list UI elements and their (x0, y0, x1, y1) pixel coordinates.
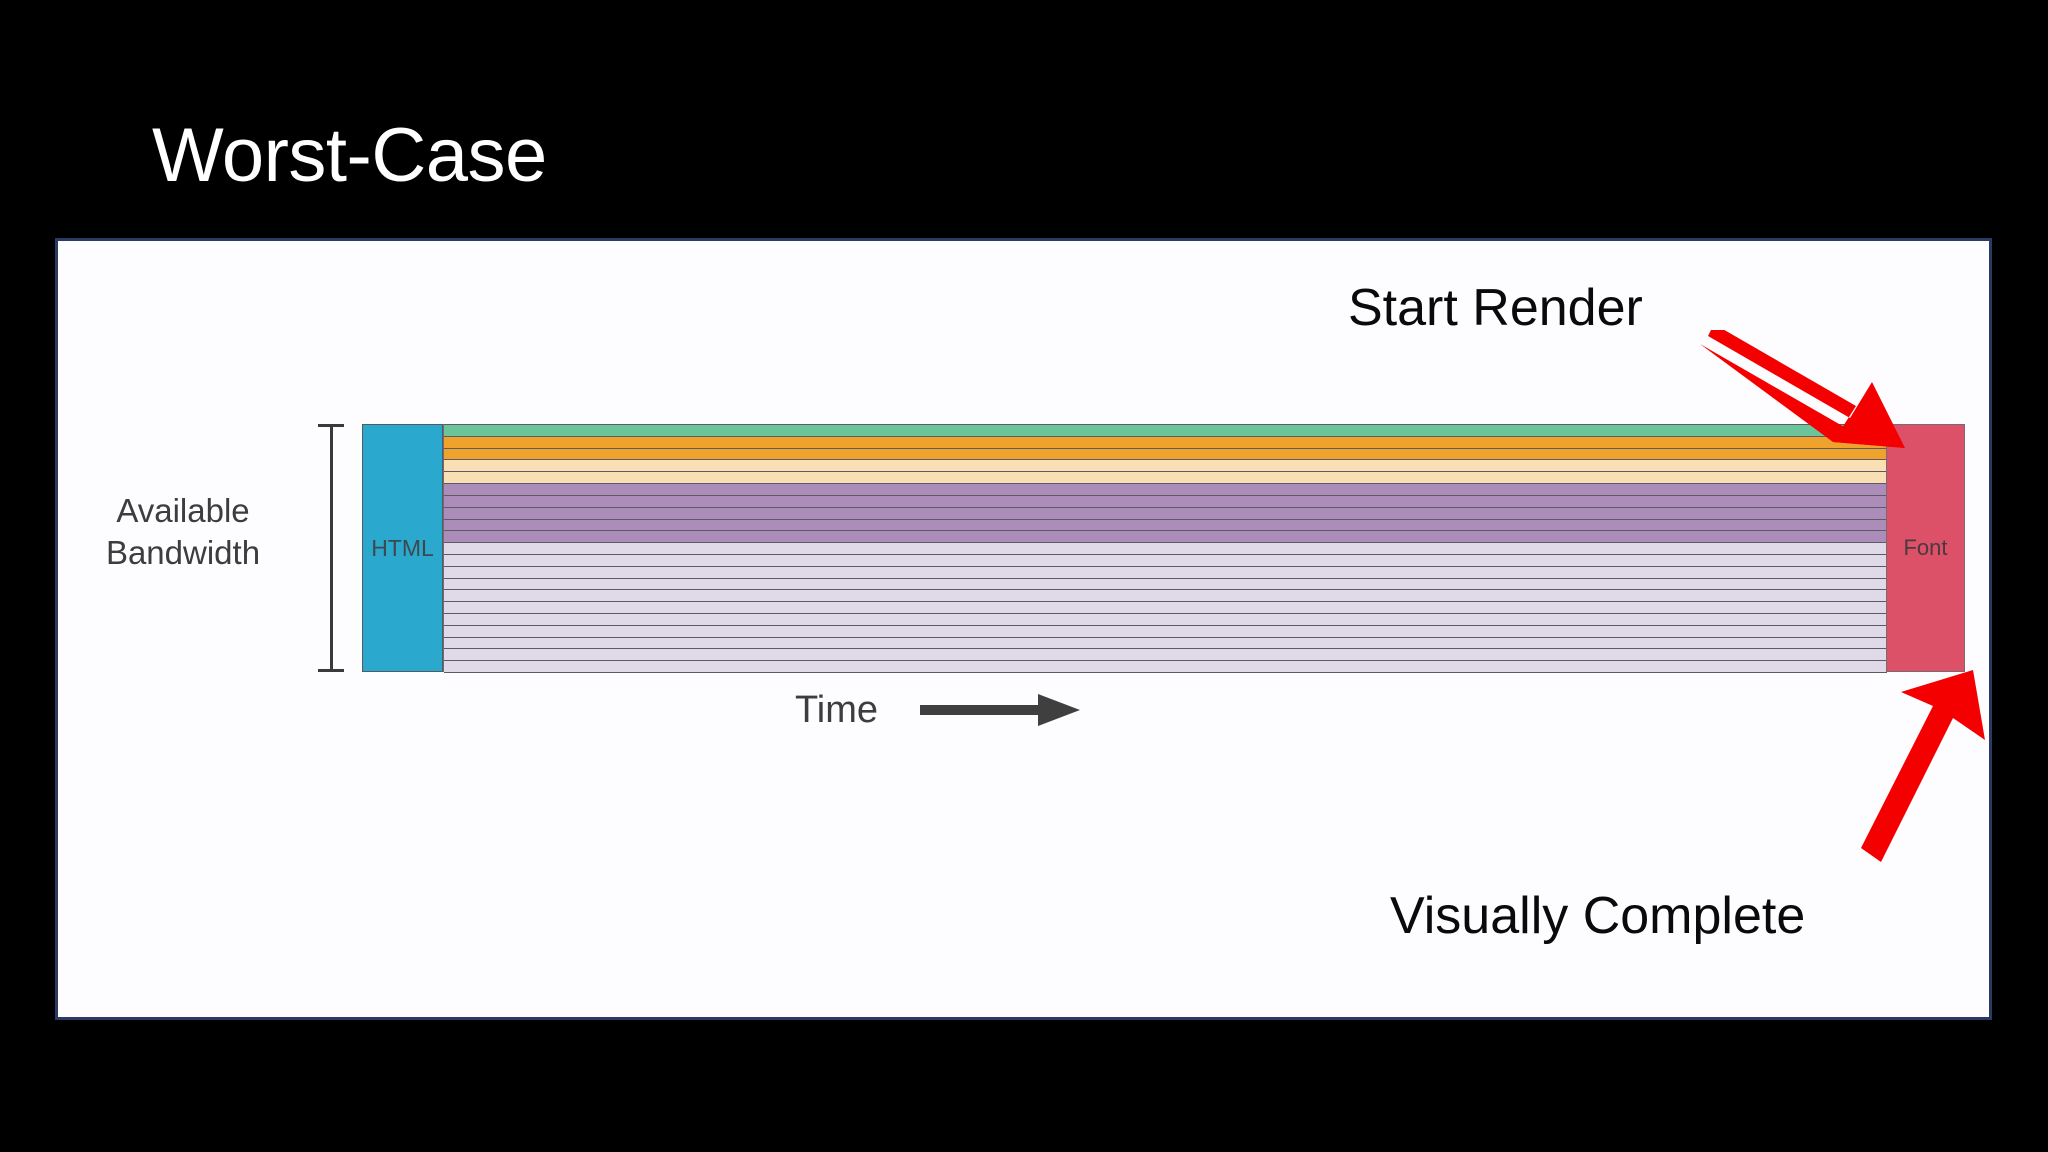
annotation-start-render-label: Start Render (1348, 279, 1643, 337)
waterfall-chart: HTML Font (362, 424, 1965, 674)
arrow-right-icon (920, 694, 1081, 726)
time-axis-label: Time (795, 689, 879, 731)
bracket-stem (330, 424, 333, 672)
bandwidth-label-line-2: Bandwidth (105, 534, 261, 572)
waterfall-row (444, 660, 1887, 674)
visually-complete-red-arrow-icon (1861, 670, 1985, 862)
html-block-label: HTML (371, 534, 434, 561)
page-title: Worst-Case (152, 113, 547, 198)
time-axis: Time (795, 686, 1081, 734)
waterfall-resource-rows (443, 424, 1887, 674)
bandwidth-label-line-1: Available (116, 492, 250, 529)
start-render-red-arrow-icon (1700, 330, 1905, 448)
annotation-visually-complete-label: Visually Complete (1390, 887, 1806, 945)
bracket-cap-bottom (318, 669, 344, 672)
waterfall-block-html: HTML (362, 424, 443, 672)
available-bandwidth-label: Available Bandwidth (58, 490, 308, 574)
font-block-label: Font (1903, 535, 1948, 560)
available-bandwidth-bracket (318, 424, 344, 672)
waterfall-block-font: Font (1886, 424, 1965, 672)
